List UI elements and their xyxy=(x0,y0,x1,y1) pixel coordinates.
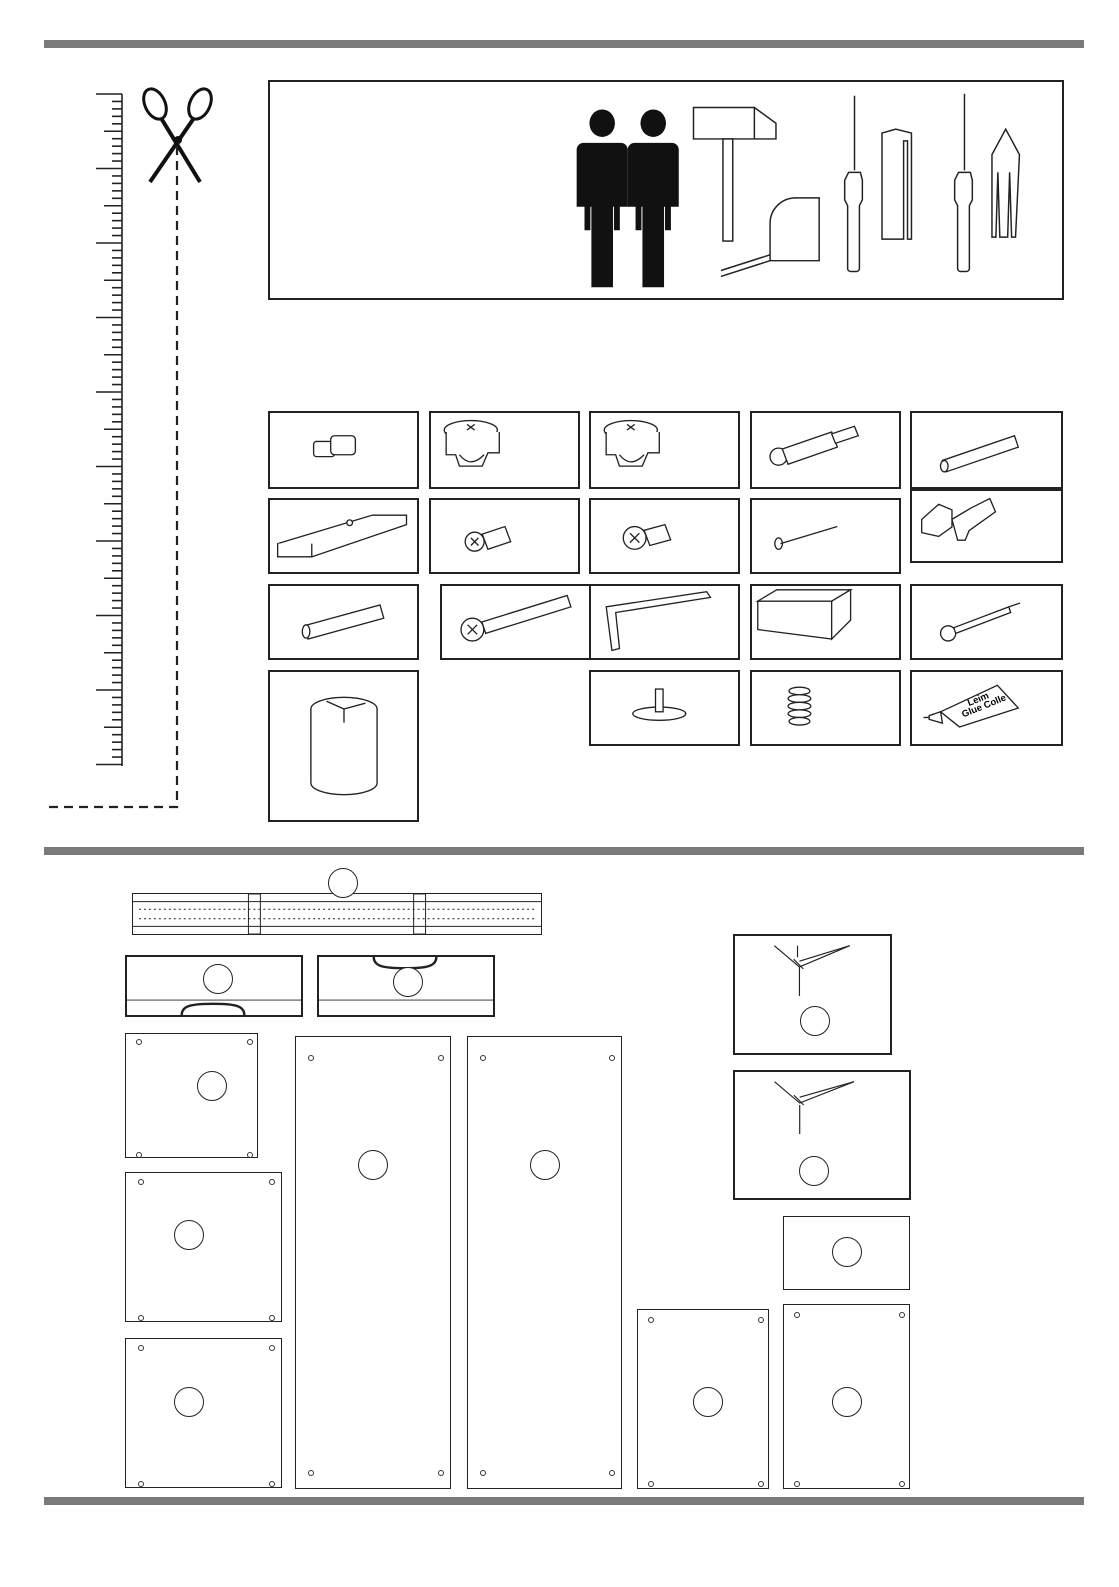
hole-marker xyxy=(269,1315,275,1321)
hole-marker xyxy=(899,1312,905,1318)
detail-diagram-b xyxy=(733,1070,911,1200)
hole-marker xyxy=(758,1317,764,1323)
hole-marker xyxy=(269,1179,275,1185)
hole-marker xyxy=(438,1055,444,1061)
part-badge xyxy=(174,1387,204,1417)
part-badge xyxy=(800,1006,830,1036)
hole-marker xyxy=(308,1470,314,1476)
part-badge xyxy=(174,1220,204,1250)
part-badge xyxy=(203,964,233,994)
part-badge xyxy=(328,868,358,898)
part-side-panel-a xyxy=(295,1036,451,1489)
hole-marker xyxy=(794,1481,800,1487)
part-back-panel-b xyxy=(783,1304,910,1489)
part-drawer-bottom-b xyxy=(125,1338,282,1488)
hole-marker xyxy=(138,1345,144,1351)
hole-marker xyxy=(269,1481,275,1487)
part-drawer-bottom-a xyxy=(125,1172,282,1322)
part-badge xyxy=(693,1387,723,1417)
bottom-rule xyxy=(44,1497,1084,1505)
part-badge xyxy=(358,1150,388,1180)
hole-marker xyxy=(247,1152,253,1158)
hole-marker xyxy=(138,1179,144,1185)
hole-marker xyxy=(138,1481,144,1487)
hole-marker xyxy=(438,1470,444,1476)
hole-marker xyxy=(648,1317,654,1323)
hole-marker xyxy=(269,1345,275,1351)
part-drawer-front-a xyxy=(125,955,303,1017)
part-badge xyxy=(393,967,423,997)
part-badge xyxy=(832,1387,862,1417)
part-badge xyxy=(530,1150,560,1180)
hole-marker xyxy=(247,1039,253,1045)
hole-marker xyxy=(480,1470,486,1476)
hole-marker xyxy=(480,1055,486,1061)
part-shelf-small xyxy=(783,1216,910,1290)
hole-marker xyxy=(794,1312,800,1318)
part-drawer-front-b xyxy=(317,955,495,1017)
hole-marker xyxy=(899,1481,905,1487)
hole-marker xyxy=(609,1055,615,1061)
hole-marker xyxy=(308,1055,314,1061)
hole-marker xyxy=(136,1039,142,1045)
part-badge xyxy=(197,1071,227,1101)
hole-marker xyxy=(758,1481,764,1487)
hole-marker xyxy=(648,1481,654,1487)
hole-marker xyxy=(609,1470,615,1476)
part-top-panel xyxy=(125,1033,258,1158)
part-back-panel-a xyxy=(637,1309,769,1489)
hole-marker xyxy=(136,1152,142,1158)
part-badge xyxy=(799,1156,829,1186)
detail-diagram-a xyxy=(733,934,892,1055)
hole-marker xyxy=(138,1315,144,1321)
part-side-panel-b xyxy=(467,1036,622,1489)
part-long-rail xyxy=(132,893,542,935)
part-badge xyxy=(832,1237,862,1267)
